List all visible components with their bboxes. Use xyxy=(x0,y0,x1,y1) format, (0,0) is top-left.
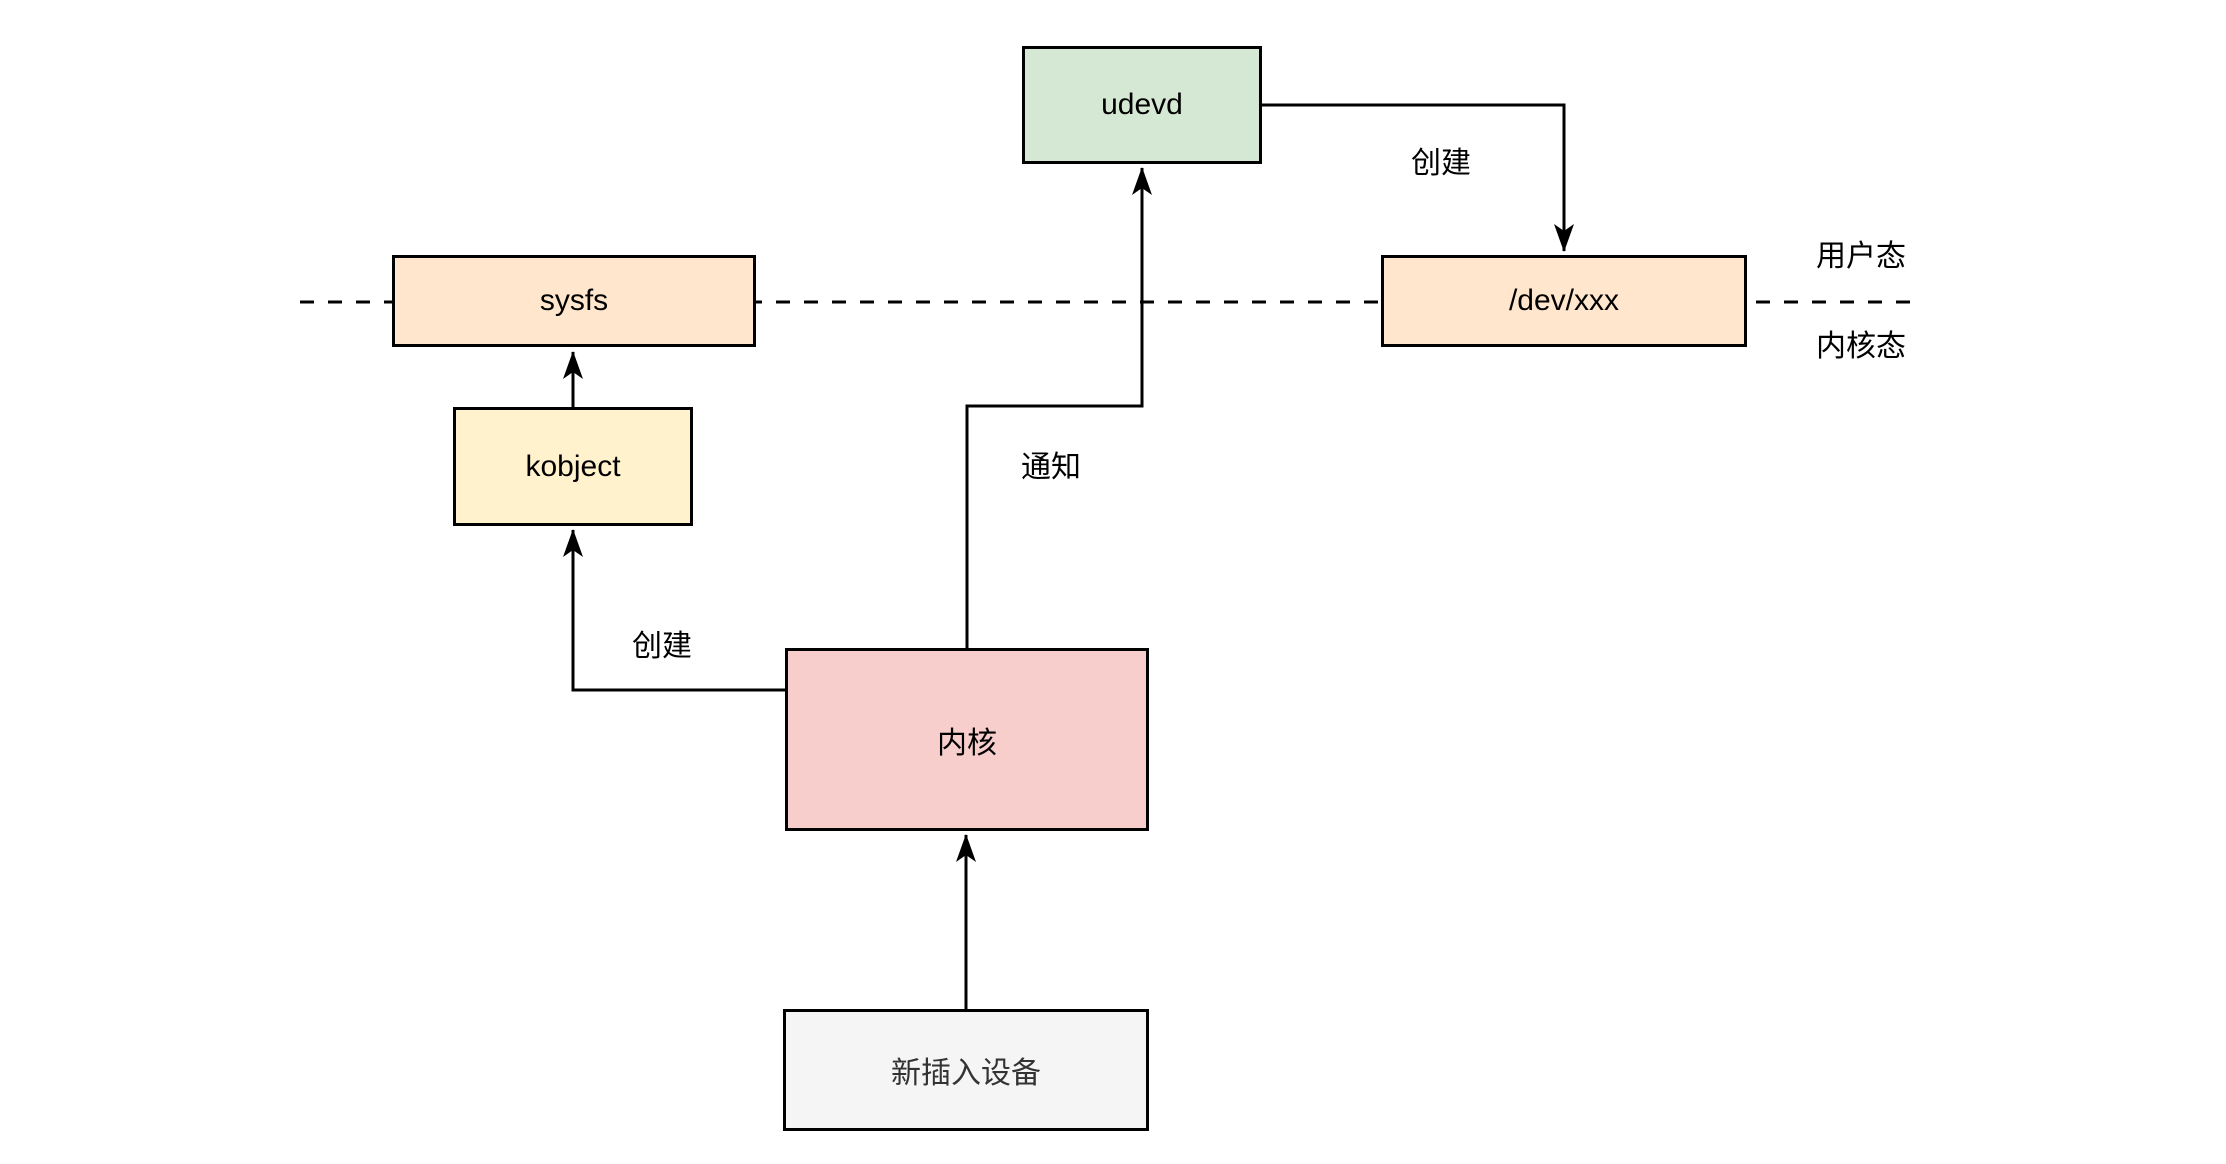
node-sysfs: sysfs xyxy=(392,255,756,347)
node-dev-xxx-label: /dev/xxx xyxy=(1508,284,1620,317)
edge-label-notify: 通知 xyxy=(1018,450,1084,486)
node-udevd: udevd xyxy=(1022,46,1262,164)
edge-label-create-devnode: 创建 xyxy=(1408,146,1474,182)
node-kernel: 内核 xyxy=(785,648,1149,831)
node-kernel-label: 内核 xyxy=(937,726,997,760)
node-udevd-label: udevd xyxy=(1101,88,1183,121)
edge-kernel-to-kobject xyxy=(563,529,785,692)
edge-label-create-kobject: 创建 xyxy=(629,629,695,665)
node-kobject-label: kobject xyxy=(525,449,621,483)
node-kobject: kobject xyxy=(453,407,693,526)
region-label-user-mode: 用户态 xyxy=(1816,240,1906,273)
edge-kernel-to-udevd xyxy=(965,167,1152,648)
node-dev-xxx: /dev/xxx xyxy=(1381,255,1747,347)
node-new-device: 新插入设备 xyxy=(783,1009,1149,1131)
node-new-device-label: 新插入设备 xyxy=(891,1057,1041,1090)
edge-udevd-to-devnode xyxy=(1262,103,1574,252)
node-sysfs-label: sysfs xyxy=(539,284,609,317)
region-label-kernel-mode: 内核态 xyxy=(1816,330,1906,363)
